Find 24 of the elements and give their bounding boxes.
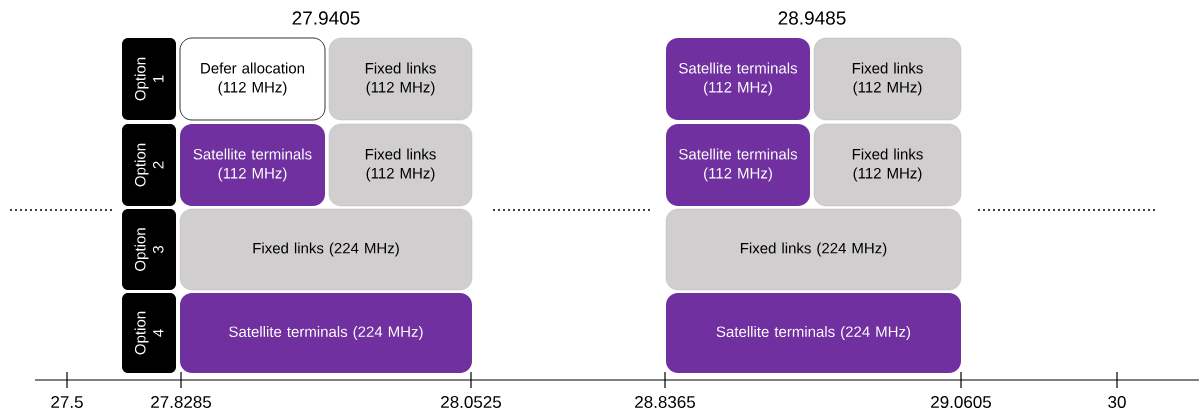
band-box: Fixed links (112 MHz): [813, 123, 962, 207]
tick-label: 27.5: [51, 395, 83, 408]
option-tab: Option 3: [122, 209, 176, 290]
band-box: Satellite terminals (224 MHz): [180, 293, 472, 373]
band-box: Fixed links (112 MHz): [328, 123, 473, 207]
option-tab: Option 4: [122, 293, 176, 373]
tick-label: 28.0525: [441, 395, 501, 408]
frequency-label: 28.9485: [778, 11, 846, 25]
band-box: Defer allocation (112 MHz): [179, 37, 326, 121]
tick-label: 28.8365: [635, 395, 695, 408]
frequency-label: 27.9405: [292, 11, 360, 25]
band-box: Satellite terminals (224 MHz): [666, 293, 961, 373]
band-box: Satellite terminals (112 MHz): [666, 124, 810, 206]
band-box: Fixed links (224 MHz): [179, 208, 473, 291]
tick-label: 30: [1108, 395, 1126, 408]
option-tab: Option 2: [122, 124, 176, 206]
band-box: Satellite terminals (112 MHz): [180, 124, 325, 206]
band-box: Fixed links (112 MHz): [813, 37, 962, 121]
band-box: Fixed links (224 MHz): [665, 208, 962, 291]
band-box: Satellite terminals (112 MHz): [666, 38, 810, 120]
option-tab: Option 1: [122, 38, 176, 120]
band-box: Fixed links (112 MHz): [328, 37, 473, 121]
tick-label: 29.0605: [931, 395, 991, 408]
tick-label: 27.8285: [151, 395, 211, 408]
